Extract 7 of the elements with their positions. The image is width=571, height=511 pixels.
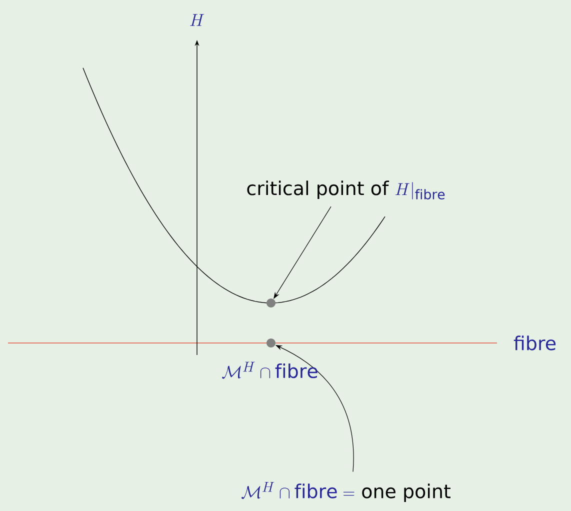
callout-text: critical point of $H|_{\mathrm{fibre}}$	[247, 180, 445, 200]
callout-text: $\mathcal{M}^H \cap \mathrm{fibre} =$ one point	[242, 482, 450, 502]
point-marker	[266, 298, 276, 308]
point-label: $\mathcal{M}^H \cap \mathrm{fibre}$	[222, 362, 318, 379]
point-marker	[266, 338, 276, 348]
axis-label: fibre	[514, 336, 556, 350]
axis-label: $H$	[190, 14, 204, 26]
